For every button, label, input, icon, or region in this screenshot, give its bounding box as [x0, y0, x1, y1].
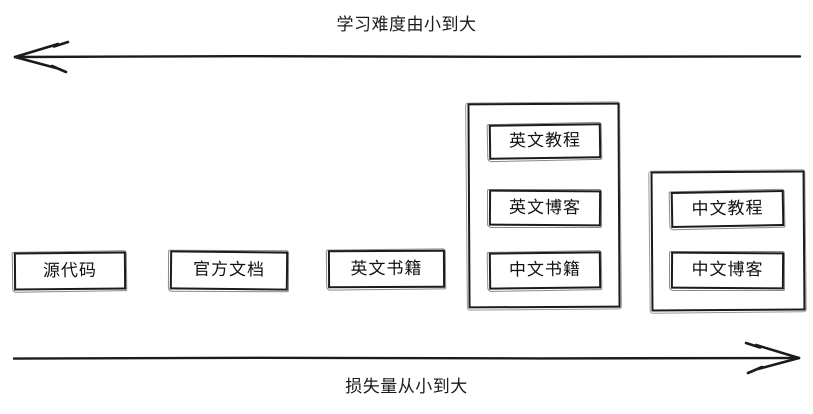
node-english-blog[interactable]: 英文博客	[488, 189, 602, 227]
node-chinese-books[interactable]: 中文书籍	[488, 251, 602, 290]
node-label: 英文博客	[508, 197, 582, 218]
top-axis-label: 学习难度由小到大	[336, 15, 477, 35]
node-label: 中文教程	[691, 197, 764, 220]
node-label: 中文博客	[691, 259, 764, 281]
node-official-docs[interactable]: 官方文档	[169, 250, 289, 291]
node-label: 官方文档	[192, 259, 266, 281]
node-label: 中文书籍	[508, 259, 582, 281]
top-axis-arrow	[13, 40, 802, 74]
node-chinese-tutorial[interactable]: 中文教程	[670, 190, 785, 228]
node-label: 源代码	[42, 260, 98, 281]
node-source-code[interactable]: 源代码	[13, 251, 127, 291]
node-english-books[interactable]: 英文书籍	[327, 249, 446, 289]
node-label: 英文书籍	[350, 258, 423, 279]
node-chinese-blog[interactable]: 中文博客	[670, 251, 785, 290]
node-label: 英文教程	[508, 130, 582, 152]
bottom-axis-label: 损失量从小到大	[345, 377, 468, 397]
node-english-tutorial[interactable]: 英文教程	[488, 123, 602, 160]
